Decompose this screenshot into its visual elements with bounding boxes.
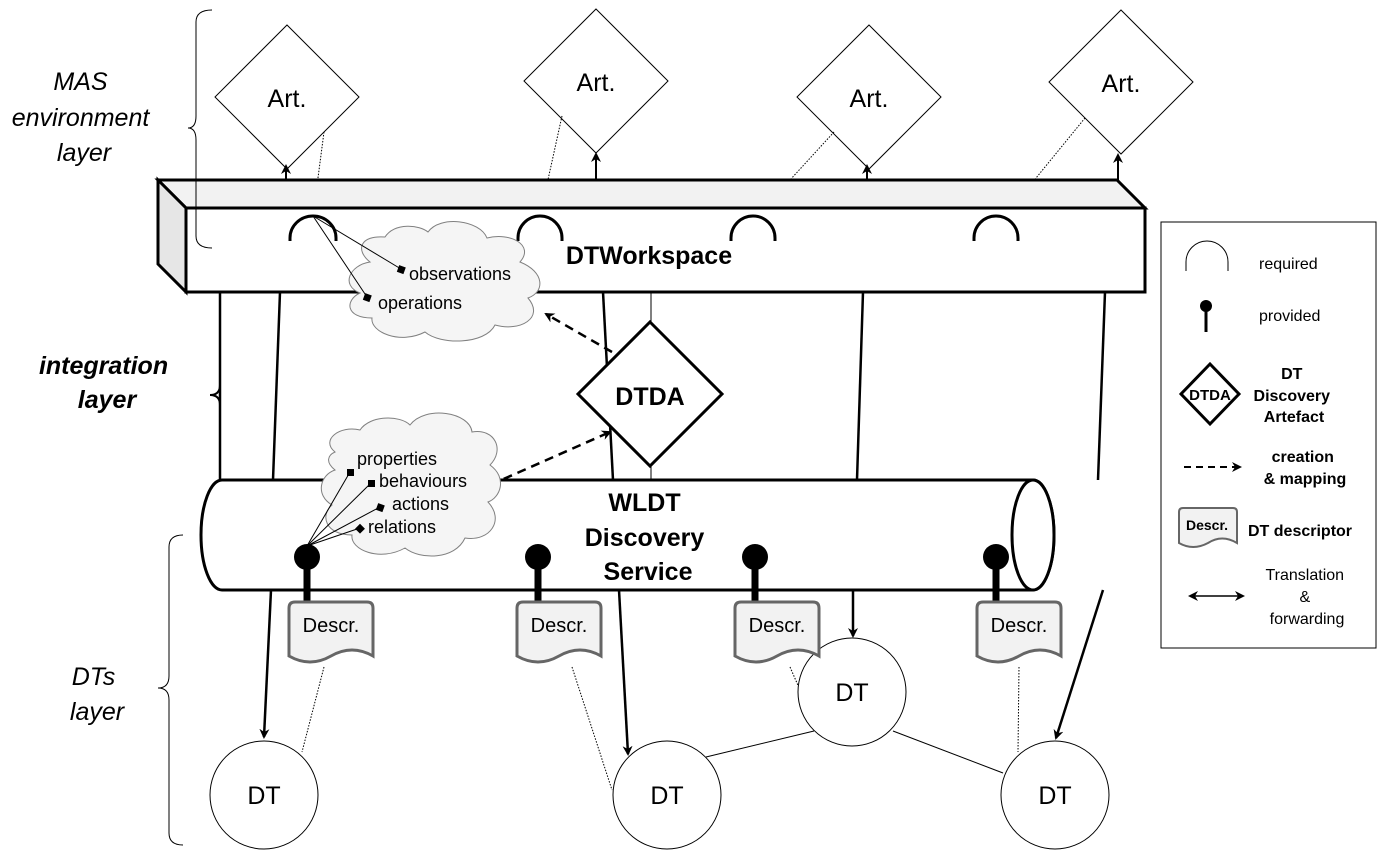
dt-4[interactable]: DT [1000,740,1110,850]
legend-creation: creation & mapping [1184,449,1346,488]
legend-translation: Translation & forwarding [1188,567,1348,628]
artifact-1[interactable]: Art. [214,24,360,170]
integration-layer-label: integration layer [39,352,175,414]
provided-icon [294,544,320,603]
descriptor-1[interactable]: Descr. [287,600,375,664]
service-cloud: properties behaviours actions relations [306,412,501,557]
mas-layer-brace-overlay [195,180,213,249]
artifact-label: Art. [1102,70,1141,98]
dts-layer-brace [157,534,184,846]
legend-required: required [1185,240,1318,273]
descriptor-2[interactable]: Descr. [515,600,603,664]
descriptor-icon [1178,507,1238,548]
descriptor-3[interactable]: Descr. [733,600,821,664]
dtda-label: DTDA [615,383,684,411]
provided-interfaces [294,544,1009,603]
artifact-3[interactable]: Art. [796,24,942,170]
descriptor-label: Descr. [303,615,360,637]
artifact-label: Art. [850,85,889,113]
creation-mapping-arrows [489,312,613,487]
actions-port-icon [375,503,385,513]
dt-3[interactable]: DT [797,637,907,747]
legend-descr-desc: DT descriptor [1248,523,1352,540]
descriptor-label: Descr. [991,615,1048,637]
provided-icon [742,544,768,603]
descriptor-4[interactable]: Descr. [975,600,1063,664]
legend-provided-label: provided [1259,308,1320,325]
descriptor-label: Descr. [531,615,588,637]
legend-dtda-desc: DT Discovery Artefact [1254,366,1335,426]
legend-required-label: required [1259,256,1318,273]
cloud-item-actions: actions [392,494,449,514]
legend-dtda-symbol: DTDA [1189,387,1231,404]
required-icon [1185,240,1229,271]
behaviours-port-icon [368,480,375,487]
workspace-artifact-arrows [281,152,1123,180]
discovery-service-label: WLDT Discovery Service [585,489,711,586]
legend-creation-label: creation & mapping [1264,449,1347,488]
artifact-4[interactable]: Art. [1048,9,1194,155]
legend-provided: provided [1200,300,1320,332]
required-icon [729,214,777,241]
required-icon [516,214,564,241]
dt-workspace[interactable]: DTWorkspace [154,176,1149,296]
artifact-label: Art. [577,69,616,97]
workspace-cloud-links [312,215,402,298]
artifact-2[interactable]: Art. [523,8,669,154]
cloud-item-relations: relations [368,517,436,537]
provided-icon [525,544,551,603]
properties-port-icon [347,469,354,476]
legend-descr-symbol: Descr. [1186,517,1228,533]
provided-icon [983,544,1009,603]
cloud-item-operations: operations [378,293,462,313]
dtda-artifact[interactable]: DTDA [575,319,725,469]
service-cloud-links [306,471,381,547]
cloud-item-behaviours: behaviours [379,471,467,491]
dt-workspace-label: DTWorkspace [566,242,732,270]
cloud-item-properties: properties [357,449,437,469]
required-icon [972,214,1020,241]
dt-2[interactable]: DT [612,740,722,850]
dts-layer-label: DTs layer [70,663,126,726]
descriptor-label: Descr. [749,615,806,637]
cylinder-end-cap [1010,478,1056,592]
operations-port-icon [362,293,372,303]
dt-label: DT [650,782,683,810]
mas-layer-label: MAS environment layer [12,68,157,167]
observations-port-icon [396,265,406,275]
provided-icon [1200,300,1212,312]
legend-translation-label: Translation & forwarding [1265,567,1348,628]
integration-layer-brace [209,272,235,480]
dtda-icon [1178,361,1242,427]
dt-1[interactable]: DT [209,740,319,850]
legend-dtda: DTDA DT Discovery Artefact [1178,361,1335,427]
integration-connectors [218,291,1107,481]
service-dt-arrows [259,589,1105,756]
legend: required provided DTDA DT Discovery Arte… [1160,221,1377,649]
workspace-cloud: observations operations [312,215,541,342]
dt-relations [705,730,1004,774]
legend-descriptor: Descr. DT descriptor [1178,507,1352,548]
dt-label: DT [835,679,868,707]
dt-label: DT [1038,782,1071,810]
artifact-label: Art. [268,85,307,113]
descriptor-dt-links [301,666,1020,791]
dt-label: DT [247,782,280,810]
cloud-item-observations: observations [409,264,511,284]
